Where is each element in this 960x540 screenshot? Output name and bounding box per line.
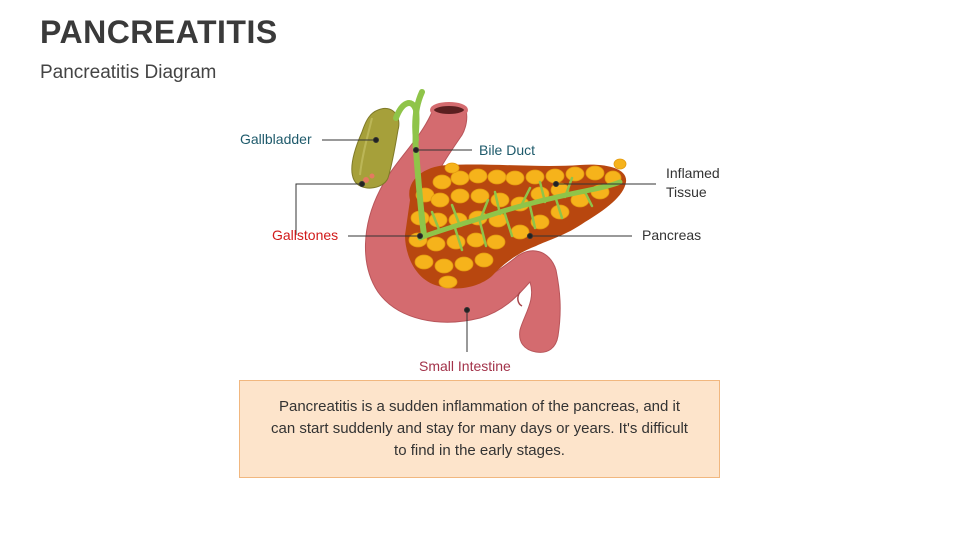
pancreas-label: Pancreas [642, 227, 702, 243]
gallstones-label: Gallstones [272, 227, 339, 243]
page-subtitle: Pancreatitis Diagram [40, 62, 217, 83]
small-intestine-label: Small Intestine [419, 358, 511, 374]
inflamed-tissue-label: Inflamed Tissue [666, 165, 720, 200]
gallbladder-shape [351, 108, 400, 189]
bile-duct-shape [393, 89, 623, 252]
description-box: Pancreatitis is a sudden inflammation of… [239, 380, 720, 478]
bile-duct-label: Bile Duct [479, 142, 536, 158]
leader-lines [295, 137, 656, 352]
page-title: PANCREATITIS [40, 14, 278, 50]
gallbladder-label: Gallbladder [240, 131, 312, 147]
description-text: Pancreatitis is a sudden inflammation of… [271, 398, 688, 459]
